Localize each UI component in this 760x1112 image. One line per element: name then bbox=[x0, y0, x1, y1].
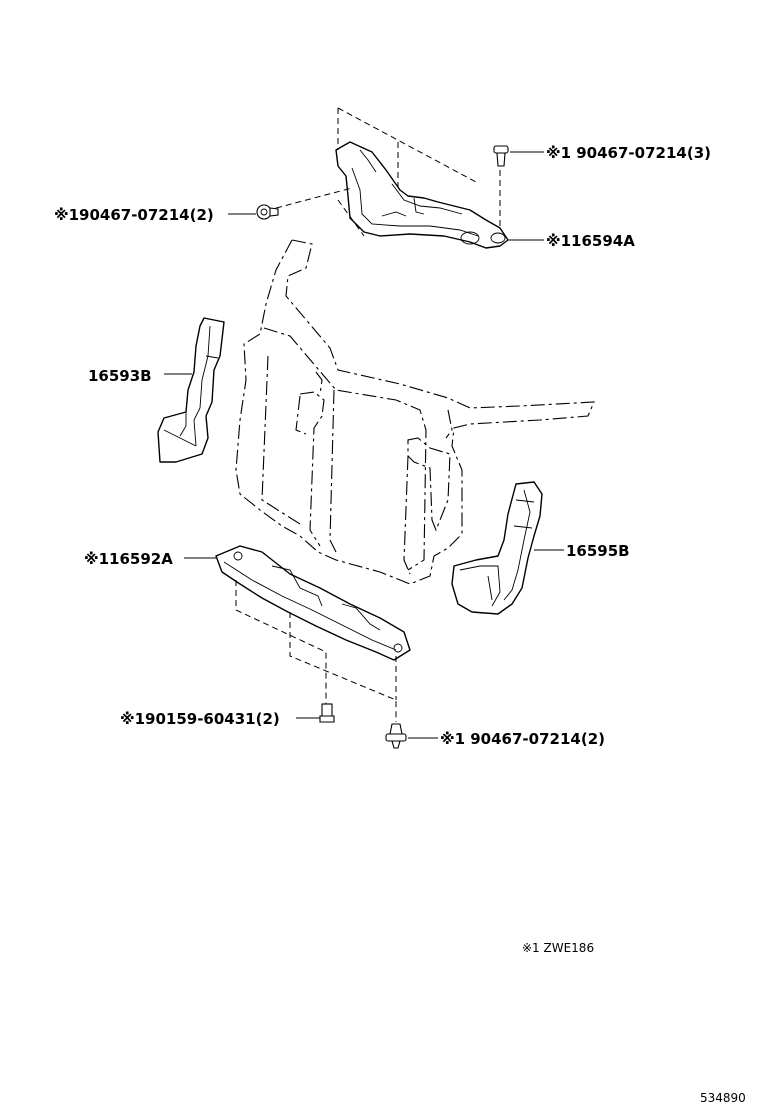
label-16593B: 16593B bbox=[88, 367, 152, 385]
label-16592A: ※116592A bbox=[84, 550, 173, 568]
diagram-number: 534890 bbox=[700, 1091, 746, 1105]
part-16595B-duct[interactable] bbox=[451, 481, 543, 615]
clip-left-icon bbox=[256, 204, 279, 220]
clip-top-icon bbox=[493, 145, 509, 167]
radiator-support-frame bbox=[235, 239, 595, 585]
part-16594A-bracket[interactable] bbox=[335, 141, 509, 249]
label-clip-bottom: ※1 90467-07214(2) bbox=[440, 730, 605, 748]
footnote: ※1 ZWE186 bbox=[522, 941, 594, 955]
label-clip-top: ※1 90467-07214(3) bbox=[546, 144, 711, 162]
part-16593B-duct[interactable] bbox=[157, 317, 225, 463]
label-bolt-bottom: ※190159-60431(2) bbox=[120, 710, 280, 728]
label-16595B: 16595B bbox=[566, 542, 630, 560]
part-16592A-bar[interactable] bbox=[215, 545, 411, 661]
label-16594A: ※116594A bbox=[546, 232, 635, 250]
bolt-bottom-icon bbox=[319, 703, 335, 723]
clip-bottom-icon bbox=[385, 723, 407, 749]
label-clip-left: ※190467-07214(2) bbox=[54, 206, 214, 224]
